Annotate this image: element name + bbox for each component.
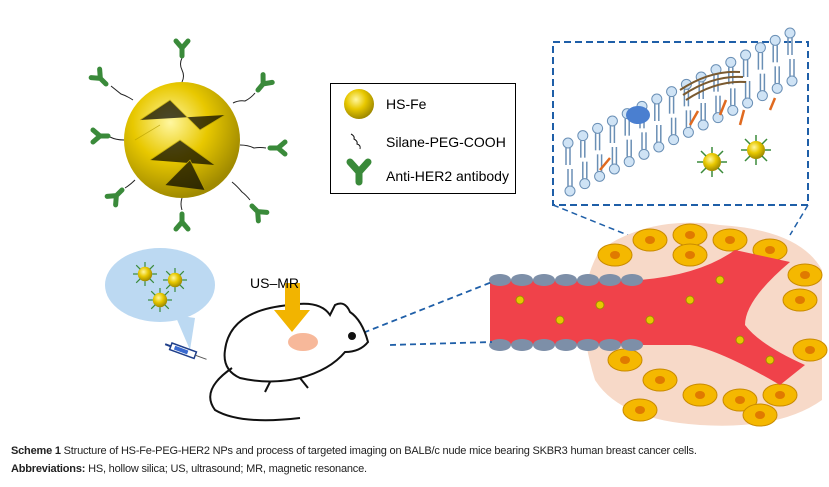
endothelial-cell: [577, 339, 599, 351]
endothelial-cell: [621, 274, 643, 286]
endothelial-cell: [489, 339, 511, 351]
vessel-nanoparticle: [515, 295, 525, 305]
caption-title: Scheme 1 Structure of HS-Fe-PEG-HER2 NPs…: [11, 445, 697, 457]
vessel-nanoparticle: [715, 275, 725, 285]
caption-abbr-label: Abbreviations:: [11, 463, 86, 475]
vessel-nanoparticle: [735, 335, 745, 345]
endothelial-cell: [555, 274, 577, 286]
us-mr-arrow: [274, 283, 310, 332]
her2-receptors: [599, 97, 777, 171]
endothelial-cell: [511, 274, 533, 286]
vessel-nanoparticle: [765, 355, 775, 365]
endothelial-cell: [489, 274, 511, 286]
vessel-nanoparticle: [645, 315, 655, 325]
endothelial-cell: [533, 339, 555, 351]
tumor-site: [288, 333, 318, 351]
nanoparticle-icon: [344, 89, 374, 119]
legend: HS-Fe Silane-PEG-COOH Anti-HER2 antibody: [330, 83, 516, 194]
endothelial-cell: [555, 339, 577, 351]
injection-bubble: [105, 248, 215, 350]
caption-title-text: Structure of HS-Fe-PEG-HER2 NPs and proc…: [63, 445, 697, 457]
us-mr-label: US–MR: [250, 275, 300, 291]
legend-label-hs-fe: HS-Fe: [386, 96, 427, 112]
endothelial-cell: [577, 274, 599, 286]
peg-chain-icon: [350, 133, 361, 150]
fiber-bundle: [679, 70, 747, 101]
antibody-icon: [346, 158, 372, 186]
syringe-icon: [164, 342, 207, 360]
legend-icons: [344, 89, 374, 186]
receptor-icon: [626, 106, 650, 124]
legend-label-peg: Silane-PEG-COOH: [386, 134, 506, 150]
legend-label-antibody: Anti-HER2 antibody: [386, 168, 509, 184]
endothelial-cell: [621, 339, 643, 351]
caption-abbreviations: Abbreviations: HS, hollow silica; US, ul…: [11, 463, 367, 475]
caption-title-label: Scheme 1: [11, 445, 61, 457]
vessel-nanoparticle: [555, 315, 565, 325]
endothelial-cell: [533, 274, 555, 286]
endothelial-cell: [599, 274, 621, 286]
endothelial-cell: [599, 339, 621, 351]
caption-abbr-text: HS, hollow silica; US, ultrasound; MR, m…: [88, 463, 367, 475]
vessel-nanoparticle: [685, 295, 695, 305]
tumor-tissue: [489, 222, 828, 427]
vessel-nanoparticle: [595, 300, 605, 310]
membrane-inset-box: [552, 41, 809, 206]
hs-fe-nanoparticle: [91, 41, 285, 229]
endothelial-cell: [511, 339, 533, 351]
